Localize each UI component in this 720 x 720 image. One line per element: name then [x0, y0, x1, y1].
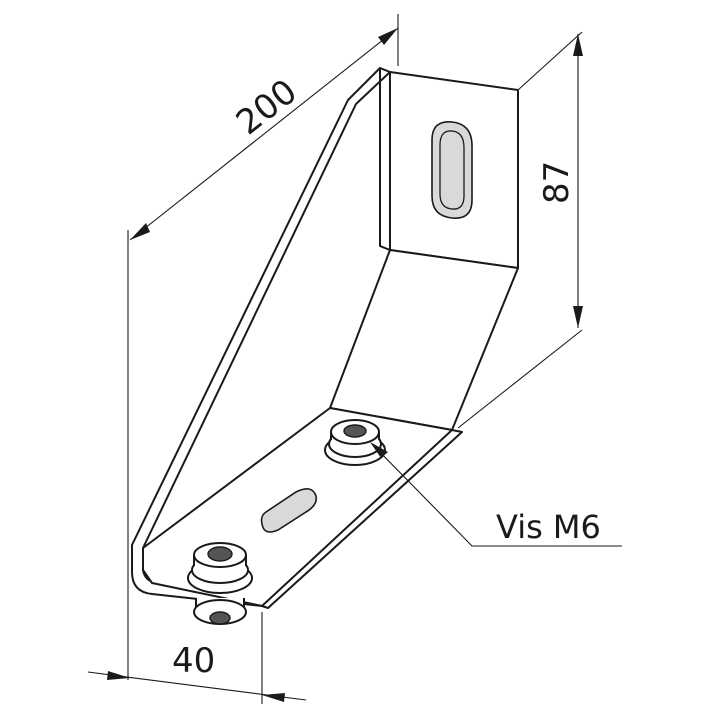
upper-slot: [431, 121, 473, 219]
base-plate-front-edge: [261, 429, 463, 609]
vertical-plate-edge: [379, 67, 391, 251]
screw-upper: [324, 419, 386, 466]
dimension-length-label: 200: [229, 72, 305, 143]
base-slot: [260, 488, 318, 533]
hex-socket-icon-lower: [207, 546, 233, 562]
dimension-height: 87: [457, 31, 583, 429]
side-rim: [131, 67, 381, 607]
hex-socket-icon: [343, 424, 367, 438]
dimension-height-label: 87: [537, 161, 577, 204]
dimension-width-label: 40: [172, 641, 215, 681]
screw-callout: Vis M6: [370, 442, 622, 547]
screw-callout-label: Vis M6: [496, 508, 601, 546]
screw-lower: [187, 542, 253, 625]
dimension-width: 40: [87, 612, 307, 704]
